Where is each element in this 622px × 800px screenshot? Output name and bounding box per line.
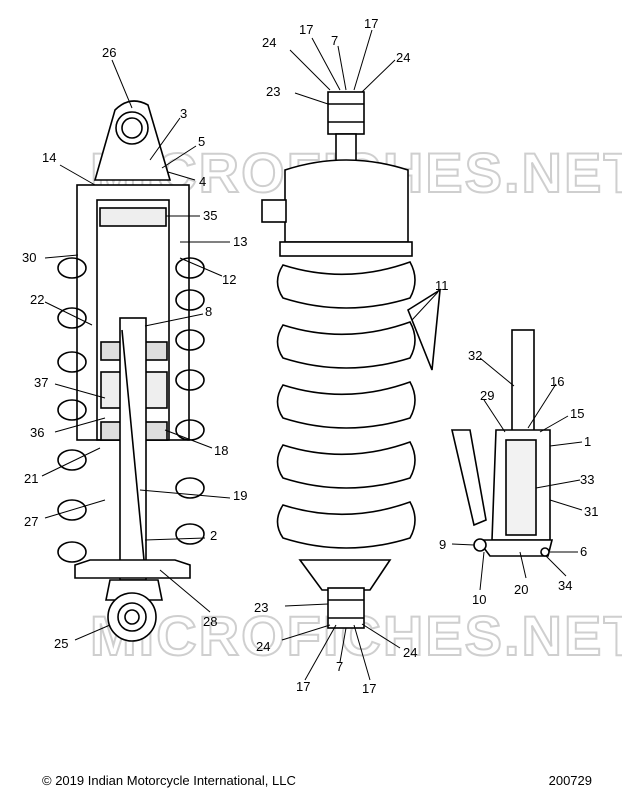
- callout-17-bottom-left: 17: [296, 679, 310, 694]
- callout-6: 6: [580, 544, 587, 559]
- callout-27: 27: [24, 514, 38, 529]
- callout-17-top-left: 17: [299, 22, 313, 37]
- callout-24-top-left: 24: [262, 35, 276, 50]
- callout-17-bottom-right: 17: [362, 681, 376, 696]
- callout-7-bottom: 7: [336, 659, 343, 674]
- callout-36: 36: [30, 425, 44, 440]
- callout-7-top: 7: [331, 33, 338, 48]
- callout-1: 1: [584, 434, 591, 449]
- reservoir-assembly: [450, 329, 554, 557]
- center-shock-assembly: [261, 91, 441, 629]
- callout-23-top: 23: [266, 84, 280, 99]
- leader-lines: [41, 29, 583, 681]
- callout-11: 11: [435, 278, 449, 293]
- callout-17-top-right: 17: [364, 16, 378, 31]
- callout-3: 3: [180, 106, 187, 121]
- callout-16: 16: [550, 374, 564, 389]
- callout-5: 5: [198, 134, 205, 149]
- callout-9: 9: [439, 537, 446, 552]
- callout-32: 32: [468, 348, 482, 363]
- callout-37: 37: [34, 375, 48, 390]
- callout-31: 31: [584, 504, 598, 519]
- callout-24-top-right: 24: [396, 50, 410, 65]
- callout-2: 2: [210, 528, 217, 543]
- copyright-text: © 2019 Indian Motorcycle International, …: [42, 773, 296, 788]
- left-shock-assembly: [57, 100, 205, 642]
- callout-19: 19: [233, 488, 247, 503]
- callout-14: 14: [42, 150, 56, 165]
- callouts-center: 24 17 7 17 24 23 11 23 24 24 7 17 17: [254, 16, 449, 696]
- callout-20: 20: [514, 582, 528, 597]
- callout-13: 13: [233, 234, 247, 249]
- callout-26: 26: [102, 45, 116, 60]
- callout-35: 35: [203, 208, 217, 223]
- callout-18: 18: [214, 443, 228, 458]
- diagram-number: 200729: [548, 773, 592, 788]
- callout-30: 30: [22, 250, 36, 265]
- callout-34: 34: [558, 578, 572, 593]
- callout-12: 12: [222, 272, 236, 287]
- callouts-reservoir: 32 29 16 15 1 33 31 9 6 10 20 34: [439, 348, 598, 607]
- callout-21: 21: [24, 471, 38, 486]
- callout-29: 29: [480, 388, 494, 403]
- callout-24-bottom-left: 24: [256, 639, 270, 654]
- callout-25: 25: [54, 636, 68, 651]
- callout-15: 15: [570, 406, 584, 421]
- callout-4: 4: [199, 174, 206, 189]
- callouts-left: 26 3 5 14 4 35 13 30 12 22 8 37 36 18 21…: [22, 45, 247, 651]
- callout-8: 8: [205, 304, 212, 319]
- callout-28: 28: [203, 614, 217, 629]
- callout-23-bottom: 23: [254, 600, 268, 615]
- callout-22: 22: [30, 292, 44, 307]
- callout-10: 10: [472, 592, 486, 607]
- callout-24-bottom-right: 24: [403, 645, 417, 660]
- callout-33: 33: [580, 472, 594, 487]
